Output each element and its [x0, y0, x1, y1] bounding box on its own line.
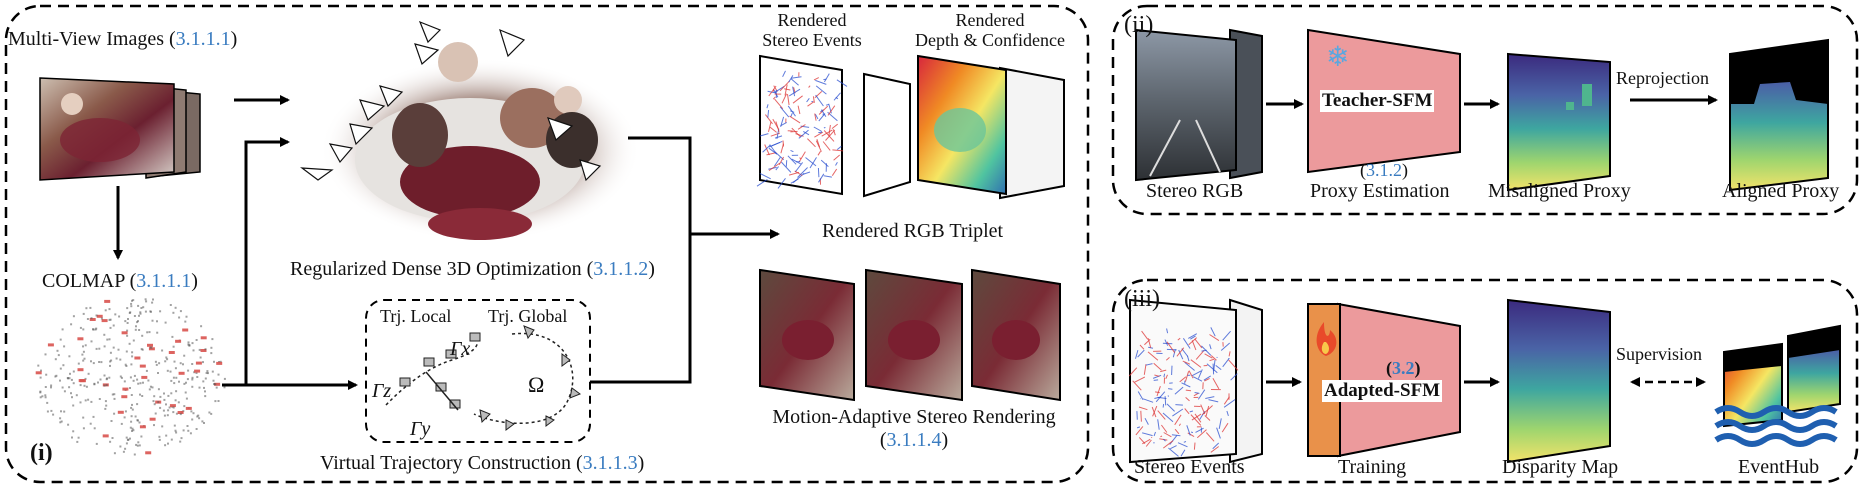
label-stereo-events: Stereo Events	[1134, 456, 1245, 478]
label-disparity-map: Disparity Map	[1502, 456, 1619, 478]
panel-ii-tag: (ii)	[1124, 12, 1154, 38]
label-gamma-z: Γz	[372, 380, 392, 402]
trajectory-local	[385, 332, 481, 411]
virtual-trajectory-box	[365, 299, 591, 443]
label-misaligned-proxy: Misaligned Proxy	[1488, 180, 1631, 202]
rendered-stereo-events	[756, 54, 911, 198]
label-motion-adaptive: Motion-Adaptive Stereo Rendering (3.1.1.…	[772, 406, 1056, 451]
rendered-depth-confidence	[917, 54, 1065, 200]
fire-icon	[1316, 322, 1337, 356]
label-multi-view-images: Multi-View Images (3.1.1.1)	[8, 28, 238, 50]
camera-frustums	[300, 20, 602, 182]
label-traj-global: Trj. Global	[488, 306, 568, 326]
label-gamma-y: Γy	[410, 418, 431, 440]
colmap-point-cloud	[35, 298, 226, 456]
label-proxy-estimation: Proxy Estimation	[1310, 180, 1450, 202]
label-stereo-rgb: Stereo RGB	[1146, 180, 1244, 202]
panel-i-tag: (i)	[30, 440, 53, 466]
panel-i-border	[4, 4, 1090, 484]
label-omega: Ω	[528, 372, 545, 397]
label-supervision: Supervision	[1616, 344, 1703, 364]
panel-ii-border	[1111, 4, 1859, 216]
panel-iii-border	[1111, 278, 1859, 484]
disparity-map	[1507, 298, 1611, 464]
label-teacher-ref: (3.1.2)	[1360, 160, 1408, 180]
misaligned-proxy-map	[1507, 52, 1611, 192]
label-adapted-ref: (3.2)	[1386, 358, 1421, 378]
label-teacher-sfm: Teacher-SFM	[1320, 90, 1435, 112]
arrow-colmap-to-dense	[222, 137, 290, 387]
label-dense-optimization: Regularized Dense 3D Optimization (3.1.1…	[290, 258, 655, 280]
stereo-rgb-images	[1135, 28, 1263, 182]
aligned-proxy-map	[1729, 38, 1829, 192]
label-aligned-proxy: Aligned Proxy	[1722, 180, 1840, 202]
line-traj-to-render	[590, 234, 692, 384]
label-eventhub: EventHub	[1738, 456, 1820, 478]
label-training: Training	[1338, 456, 1407, 478]
label-colmap: COLMAP (3.1.1.1)	[42, 270, 198, 292]
panel-iii-tag: (iii)	[1124, 286, 1160, 312]
stereo-events-input	[1128, 298, 1263, 464]
label-virtual-trajectory: Virtual Trajectory Construction (3.1.1.3…	[320, 452, 645, 474]
label-reprojection: Reprojection	[1616, 68, 1709, 88]
rendered-rgb-triplet	[759, 268, 1061, 402]
label-rendered-rgb-triplet: Rendered RGB Triplet	[822, 220, 1004, 242]
label-rendered-stereo-events: Rendered Stereo Events	[762, 10, 862, 50]
multi-view-images	[39, 77, 201, 181]
arrow-dense-to-render	[628, 136, 780, 239]
trajectory-global	[473, 325, 582, 431]
dense-3d-reconstruction	[320, 42, 640, 242]
snowflake-icon: ❄	[1326, 42, 1349, 73]
label-adapted-sfm: Adapted-SFM	[1322, 380, 1443, 402]
eventhub-logo	[1714, 324, 1841, 447]
label-traj-local: Trj. Local	[380, 306, 452, 326]
label-rendered-depth-confidence: Rendered Depth & Confidence	[915, 10, 1065, 50]
label-gamma-x: Γx	[450, 338, 471, 360]
